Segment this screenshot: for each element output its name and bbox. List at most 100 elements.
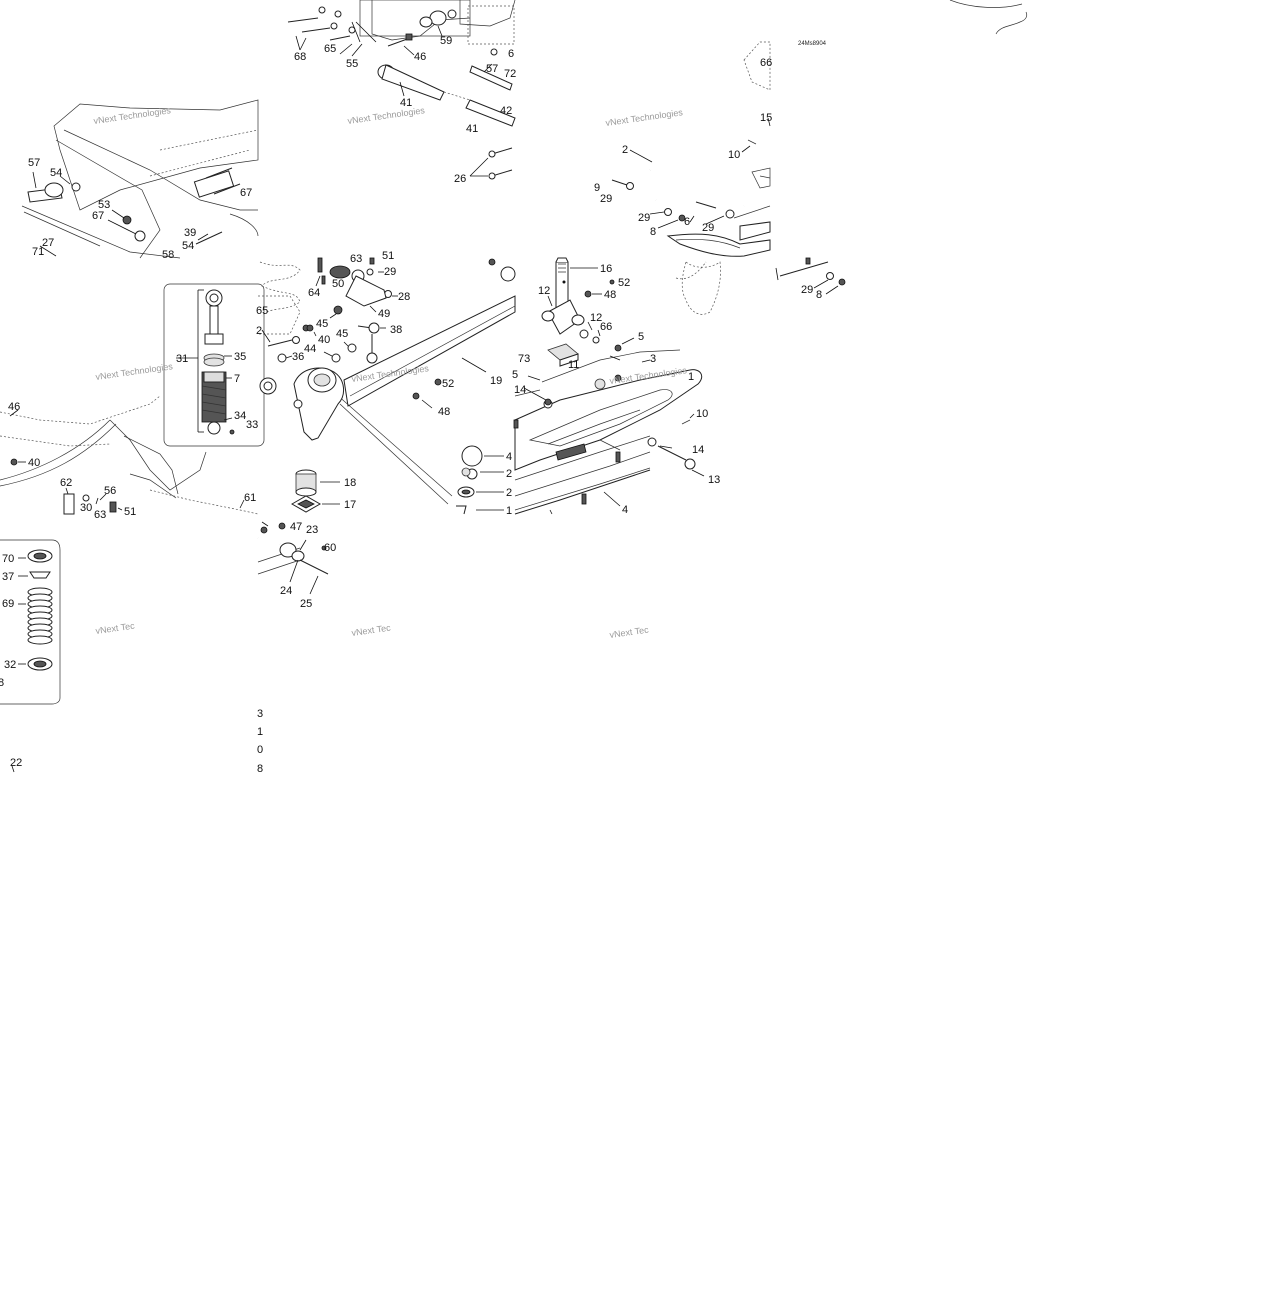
- callout-63-center: 63: [350, 253, 362, 265]
- callout-6b: 6: [684, 216, 690, 228]
- callout-64: 64: [308, 287, 320, 299]
- callout-26: 26: [454, 173, 466, 185]
- callout-63: 63: [94, 509, 106, 521]
- callout-6: 6: [508, 48, 514, 60]
- callout-27: 27: [42, 237, 54, 249]
- callout-5: 5: [638, 331, 644, 343]
- callout-51: 51: [124, 506, 136, 518]
- callout-25: 25: [300, 598, 312, 610]
- tile-frame-left: [21, 99, 259, 259]
- callout-5-ski: 5: [512, 369, 518, 381]
- bumper-2: [648, 148, 772, 214]
- tile-center: [163, 257, 516, 595]
- bushing-59: [419, 9, 457, 28]
- callout-29: 29: [600, 193, 612, 205]
- shock-absorber-31: [201, 289, 235, 435]
- callout-56: 56: [104, 485, 116, 497]
- callout-52-ski: 52: [618, 277, 630, 289]
- callout-60: 60: [324, 542, 336, 554]
- ski-3: [514, 369, 703, 515]
- callout-17: 17: [344, 499, 356, 511]
- pin-57: [469, 65, 513, 91]
- shaft-41: [377, 64, 516, 127]
- callout-35: 35: [234, 351, 246, 363]
- callout-32: 32: [4, 659, 16, 671]
- callout-51-center: 51: [382, 250, 394, 262]
- callout-40: 40: [28, 457, 40, 469]
- tile-middle-left: [0, 395, 259, 515]
- callout-29-center: 29: [384, 266, 396, 278]
- callout-1a: 1: [506, 505, 512, 517]
- callout-57: 57: [486, 63, 498, 75]
- drawing-code: 24Ms8904: [798, 41, 827, 47]
- callout-12: 12: [538, 285, 550, 297]
- pad-17: [290, 495, 322, 513]
- callout-14: 14: [514, 384, 526, 396]
- callout-28: 28: [398, 291, 410, 303]
- callout-71: 71: [32, 246, 44, 258]
- callout-57-left: 57: [28, 157, 40, 169]
- callout-59: 59: [440, 35, 452, 47]
- callout-48: 48: [438, 406, 450, 418]
- callout-62: 62: [60, 477, 72, 489]
- callout-69: 69: [2, 598, 14, 610]
- callout-58: 58: [162, 249, 174, 261]
- callout-13: 13: [708, 474, 720, 486]
- callout-46-left: 46: [8, 401, 20, 413]
- callout-30: 30: [80, 502, 92, 514]
- callout-67b: 67: [240, 187, 252, 199]
- watermark: vNext Technologies: [605, 107, 684, 128]
- callout-29c: 29: [702, 222, 714, 234]
- callout-23: 23: [306, 524, 318, 536]
- callout-65: 65: [324, 43, 336, 55]
- callout-12b: 12: [590, 312, 602, 324]
- callout-70: 70: [2, 553, 14, 565]
- bolt-46: [387, 33, 413, 47]
- bolts-26: [488, 147, 513, 180]
- callout-66-ski: 66: [600, 321, 612, 333]
- callout-46: 46: [414, 51, 426, 63]
- callout-50: 50: [332, 278, 344, 290]
- callout-labels: 68 65 55 46 59 6 57 72 41 42 41 26 57 54…: [0, 35, 822, 775]
- side-digit-3: 0: [257, 744, 263, 756]
- callout-1-ski: 1: [688, 371, 694, 383]
- callout-45b: 45: [336, 328, 348, 340]
- pin-57-left: [27, 182, 81, 203]
- callout-2: 2: [622, 144, 628, 156]
- callout-34: 34: [234, 410, 246, 422]
- callout-73: 73: [518, 353, 530, 365]
- callout-31: 31: [176, 353, 188, 365]
- callout-11: 11: [568, 359, 579, 371]
- callout-18: 18: [344, 477, 356, 489]
- callout-10: 10: [728, 149, 740, 161]
- callout-54b: 54: [182, 240, 194, 252]
- callout-41b: 41: [466, 123, 478, 135]
- callout-49: 49: [378, 308, 390, 320]
- callout-16: 16: [600, 263, 612, 275]
- callout-29d: 29: [801, 284, 813, 296]
- side-digit-2: 1: [257, 726, 263, 738]
- callout-52: 52: [442, 378, 454, 390]
- bolt-65: [329, 26, 356, 41]
- callout-39: 39: [184, 227, 196, 239]
- callout-65-center: 65: [256, 305, 268, 317]
- callout-47: 47: [290, 521, 302, 533]
- callout-8-spring: 8: [0, 677, 4, 689]
- callout-53: 53: [98, 199, 110, 211]
- callout-68: 68: [294, 51, 306, 63]
- watermark: vNext Tec: [609, 625, 650, 640]
- bushing-18: [295, 469, 317, 497]
- callout-67: 67: [92, 210, 104, 222]
- watermark: vNext Technologies: [95, 361, 174, 382]
- callout-22: 22: [10, 757, 22, 769]
- callout-55: 55: [346, 58, 358, 70]
- callout-33: 33: [246, 419, 258, 431]
- callout-36: 36: [292, 351, 304, 363]
- swing-arm-19: [293, 295, 516, 505]
- tile-ski: [513, 257, 705, 515]
- callout-41: 41: [400, 97, 412, 109]
- callout-19: 19: [490, 375, 502, 387]
- callout-8: 8: [650, 226, 656, 238]
- bolt-68: [287, 6, 342, 33]
